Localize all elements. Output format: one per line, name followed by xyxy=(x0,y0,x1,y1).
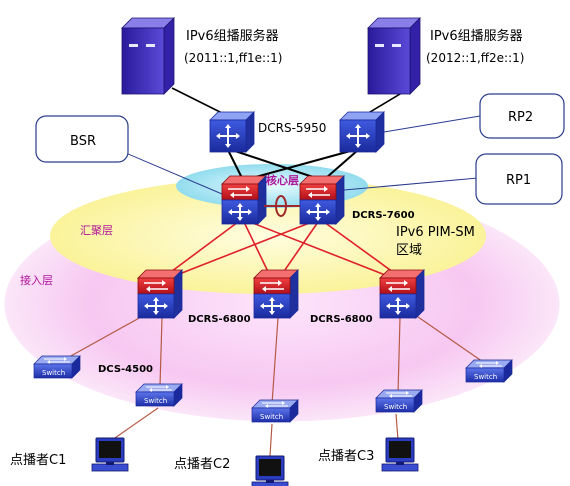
dcrs5950-switch-b xyxy=(339,111,385,153)
dcrs5950-label: DCRS-5950 xyxy=(258,121,326,135)
pim-domain-label-line1: IPv6 PIM-SM xyxy=(396,225,475,240)
aggregation-layer-label: 汇聚层 xyxy=(80,224,113,237)
rp2-callout: RP2 xyxy=(479,93,565,139)
dcrs7600-router-b xyxy=(299,175,345,225)
access-switch-1: Switch xyxy=(33,355,81,379)
svg-text:RP1: RP1 xyxy=(506,173,531,188)
rp1-pointer xyxy=(343,177,479,191)
client-c3-label: 点播者C3 xyxy=(318,449,374,464)
server1-title: IPv6组播服务器 xyxy=(186,28,279,44)
svg-text:BSR: BSR xyxy=(70,134,96,149)
server2-group: (2012::1,ff2e::1) xyxy=(426,51,524,65)
link-5950b-7600b xyxy=(325,149,359,179)
server-icon-2 xyxy=(367,17,421,95)
access-switch-5: Switch xyxy=(465,359,513,383)
dcrs6800-router-mid xyxy=(253,269,299,319)
client-c2-label: 点播者C2 xyxy=(174,457,230,472)
server2-title: IPv6组播服务器 xyxy=(430,28,523,44)
svg-text:Switch: Switch xyxy=(384,403,407,411)
dcrs6800-router-right xyxy=(379,269,425,319)
svg-text:Switch: Switch xyxy=(144,397,167,405)
svg-text:Switch: Switch xyxy=(260,413,283,421)
link-5950a-7600b xyxy=(231,149,317,179)
dcrs5950-switch-a xyxy=(209,111,255,153)
svg-text:RP2: RP2 xyxy=(508,110,533,125)
rp1-callout: RP1 xyxy=(475,153,563,205)
trunk-bundle xyxy=(275,195,287,217)
pc-icon-1 xyxy=(91,437,129,472)
access-switch-2: Switch xyxy=(135,383,183,407)
link-5950a-7600a xyxy=(227,149,243,179)
dcrs7600-router-a xyxy=(221,175,267,225)
pim-domain-label-line2: 区域 xyxy=(396,243,422,258)
aggregation-layer-ellipse xyxy=(50,178,486,294)
rp2-pointer xyxy=(383,115,481,133)
bsr-callout: BSR xyxy=(35,115,129,163)
svg-text:Switch: Switch xyxy=(42,369,65,377)
link-5950b-7600a xyxy=(251,149,355,179)
svg-text:Switch: Switch xyxy=(474,373,497,381)
pc-icon-3 xyxy=(381,437,419,472)
access-layer-label: 接入层 xyxy=(20,274,53,287)
client-c1-label: 点播者C1 xyxy=(10,453,66,468)
access-switch-3: Switch xyxy=(251,399,299,423)
access-switch-4: Switch xyxy=(375,389,423,413)
dcrs7600-label: DCRS-7600 xyxy=(352,210,415,221)
pc-icon-2 xyxy=(251,455,289,486)
dcrs6800-router-left xyxy=(137,269,183,319)
dcrs6800-label-right: DCRS-6800 xyxy=(310,314,373,325)
server1-group: (2011::1,ff1e::1) xyxy=(184,51,282,65)
server-icon-1 xyxy=(121,17,175,95)
core-layer-label: 核心层 xyxy=(266,173,299,187)
dcrs6800-label-left: DCRS-6800 xyxy=(188,314,251,325)
dcs4500-label: DCS-4500 xyxy=(98,364,153,375)
access-links xyxy=(59,309,487,457)
